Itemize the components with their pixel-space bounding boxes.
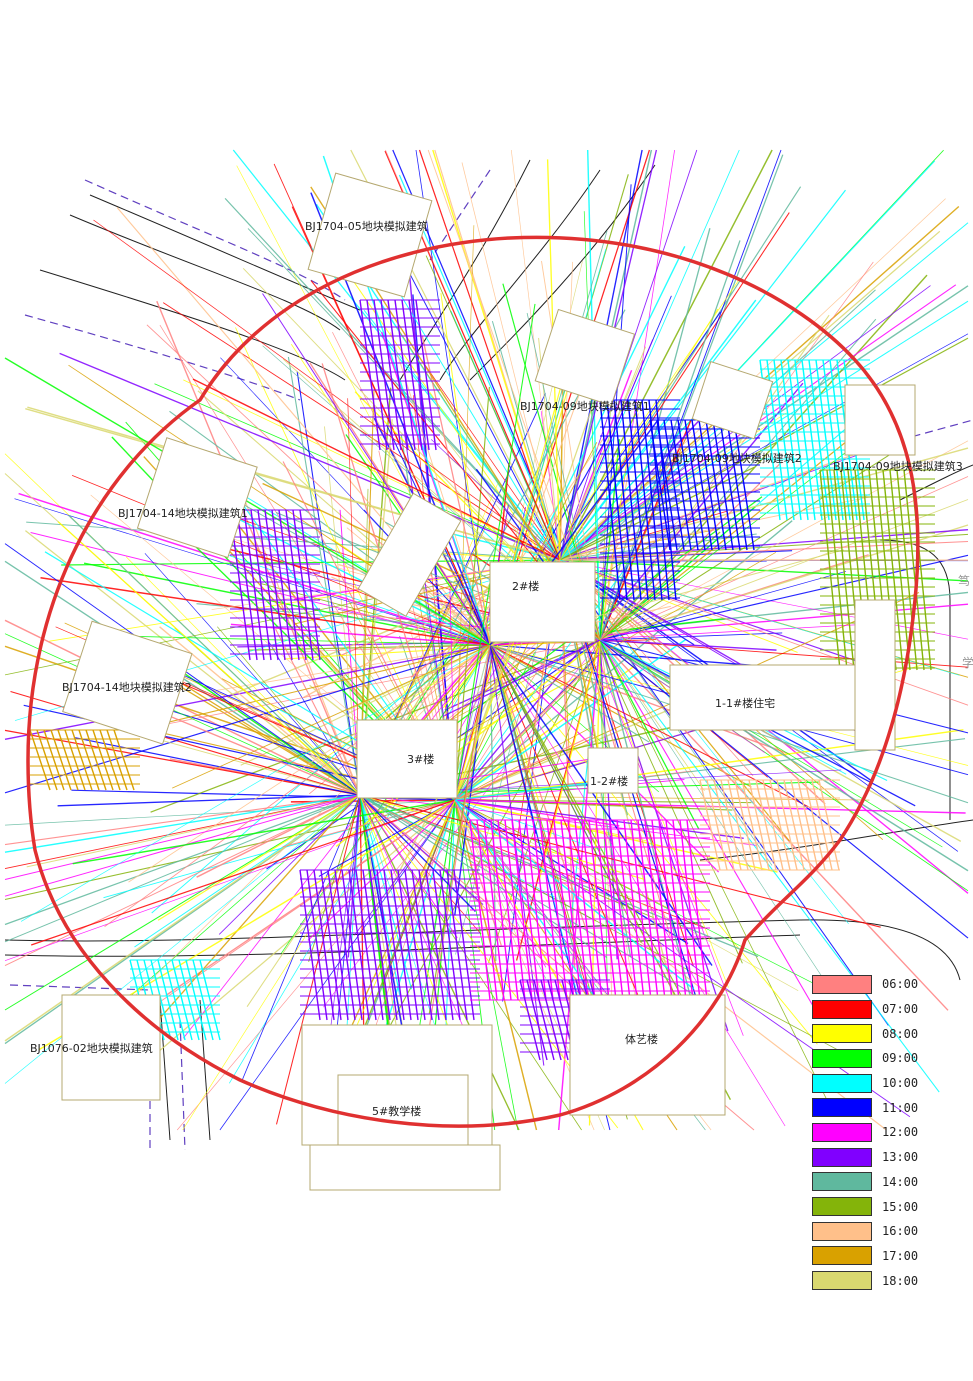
label-b14-1: BJ1704-14地块模拟建筑1 (118, 506, 248, 520)
legend-row: 07:00 (812, 997, 922, 1022)
legend-row: 08:00 (812, 1021, 922, 1046)
label-lou12: 1-2#楼 (590, 774, 628, 788)
legend-row: 16:00 (812, 1219, 922, 1244)
legend-swatch (812, 1271, 872, 1290)
time-legend: 06:00 07:00 08:00 09:00 10:00 11:00 12:0… (812, 972, 922, 1293)
legend-row: 18:00 (812, 1268, 922, 1293)
label-lou3: 3#楼 (407, 752, 434, 766)
side-block-outline (855, 600, 895, 750)
legend-swatch (812, 1222, 872, 1241)
legend-swatch (812, 1000, 872, 1019)
label-lou2: 2#楼 (512, 579, 539, 593)
label-b09-2: BJ1704-09地块模拟建筑2 (672, 451, 802, 465)
legend-label: 16:00 (882, 1224, 918, 1238)
sunlight-ray (216, 645, 490, 691)
legend-label: 11:00 (882, 1101, 918, 1115)
legend-label: 06:00 (882, 977, 918, 991)
sunlight-ray (5, 795, 360, 852)
legend-label: 14:00 (882, 1175, 918, 1189)
legend-label: 18:00 (882, 1274, 918, 1288)
sunlight-ray (197, 795, 360, 877)
building-b09-1-outline (535, 309, 634, 405)
label-b09-3: BJ1704-09地块模拟建筑3 (833, 459, 963, 473)
legend-label: 09:00 (882, 1051, 918, 1065)
legend-row: 15:00 (812, 1194, 922, 1219)
label-b09-1: BJ1704-09地块模拟建筑1 (520, 399, 650, 413)
legend-swatch (812, 975, 872, 994)
legend-row: 10:00 (812, 1071, 922, 1096)
legend-swatch (812, 1148, 872, 1167)
legend-swatch (812, 1246, 872, 1265)
legend-label: 10:00 (882, 1076, 918, 1090)
legend-row: 17:00 (812, 1244, 922, 1269)
label-tiyi: 体艺楼 (625, 1032, 658, 1046)
side-text-2: 学 (962, 655, 973, 670)
label-lou5: 5#教学楼 (372, 1104, 421, 1118)
legend-swatch (812, 1074, 872, 1093)
legend-swatch (812, 1123, 872, 1142)
legend-row: 13:00 (812, 1145, 922, 1170)
legend-swatch (812, 1197, 872, 1216)
legend-swatch (812, 1172, 872, 1191)
label-b05: BJ1704-05地块模拟建筑 (305, 219, 428, 233)
building-2-outline (490, 562, 595, 642)
legend-label: 13:00 (882, 1150, 918, 1164)
label-b02: BJ1076-02地块模拟建筑 (30, 1041, 153, 1055)
legend-label: 08:00 (882, 1027, 918, 1041)
label-b14-2: BJ1704-14地块模拟建筑2 (62, 680, 192, 694)
legend-swatch (812, 1098, 872, 1117)
legend-swatch (812, 1049, 872, 1068)
legend-row: 09:00 (812, 1046, 922, 1071)
legend-swatch (812, 1024, 872, 1043)
legend-row: 06:00 (812, 972, 922, 997)
building-b05-outline (308, 173, 432, 297)
legend-row: 14:00 (812, 1170, 922, 1195)
label-res11: 1-1#楼住宅 (715, 696, 775, 710)
building-tiyi-outline (570, 995, 725, 1115)
legend-label: 07:00 (882, 1002, 918, 1016)
building-5-lower (310, 1145, 500, 1190)
side-text-1: 笃 (958, 574, 970, 588)
legend-row: 12:00 (812, 1120, 922, 1145)
legend-row: 11:00 (812, 1095, 922, 1120)
legend-label: 12:00 (882, 1125, 918, 1139)
legend-label: 15:00 (882, 1200, 918, 1214)
legend-label: 17:00 (882, 1249, 918, 1263)
